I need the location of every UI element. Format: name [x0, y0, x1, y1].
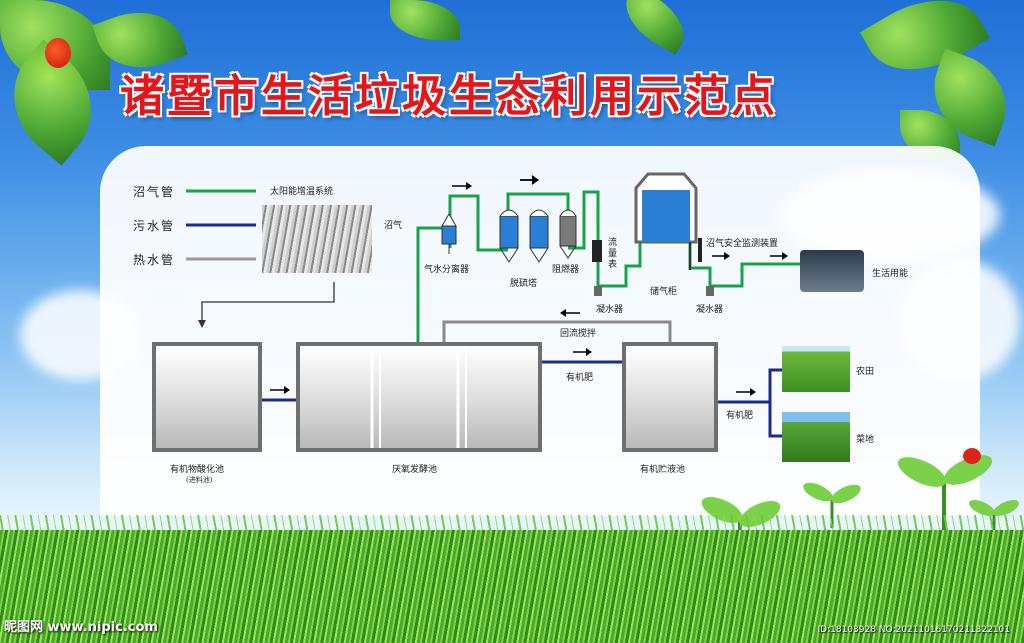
water-separator-icon — [441, 213, 457, 254]
arrester-label: 阻燃器 — [552, 265, 580, 275]
biogas-pipe — [596, 242, 642, 288]
biogas-pipe — [448, 194, 508, 252]
solar-feed-line — [201, 282, 335, 322]
safety-monitor-icon — [698, 238, 702, 262]
condenser-icon — [594, 286, 602, 296]
sewage-pipe — [768, 402, 782, 438]
reflux-pipe — [442, 320, 672, 342]
watermark-site: 昵图网 www.nipic.com — [4, 620, 158, 635]
storage-tank — [622, 342, 718, 452]
solar-heating-photo — [262, 205, 372, 273]
gas-stove-photo — [800, 250, 864, 292]
farmland-photo — [782, 346, 850, 392]
grass-decoration — [0, 530, 1024, 643]
biogas-pipe — [416, 226, 450, 342]
arrow-icon — [736, 388, 756, 396]
ladybug-icon — [963, 448, 981, 464]
condenser-icon — [706, 286, 714, 296]
reflux-label: 回流搅拌 — [560, 329, 597, 339]
arrow-icon — [198, 320, 206, 328]
acidification-tank — [152, 342, 262, 452]
gas-holder-label: 储气柜 — [650, 287, 678, 297]
separator-label: 气水分离器 — [424, 265, 470, 275]
biogas-pipe — [506, 192, 570, 214]
biogas-pipe — [568, 190, 600, 250]
farmland-label: 农田 — [856, 367, 875, 377]
tank-anaerobic-label: 厌氧发酵池 — [392, 465, 438, 475]
tank-storage-label: 有机贮液池 — [640, 465, 686, 475]
tank-acidification-label: 有机物酸化池 — [170, 465, 225, 475]
condenser-label-1: 凝水器 — [596, 305, 624, 315]
arrow-icon — [520, 175, 539, 185]
arrow-icon — [270, 386, 290, 394]
watermark-id: ID:18103928 NO:20211016170211322101 — [817, 625, 1011, 635]
arrow-icon — [712, 252, 730, 260]
legend-sewage-label: 污水管 — [133, 219, 176, 233]
arrow-icon — [573, 348, 592, 356]
condenser-label-2: 凝水器 — [696, 305, 724, 315]
desulfurization-tower-icon — [499, 209, 519, 263]
legend-gas-label: 沼气管 — [133, 185, 176, 199]
sewage-pipe — [718, 368, 782, 404]
page-title: 诸暨市生活垃圾生态利用示范点 — [120, 71, 778, 122]
solar-label: 太阳能增温系统 — [270, 187, 334, 197]
arrow-icon — [560, 309, 580, 317]
vegetable-photo — [782, 412, 850, 462]
desulfurization-label: 脱硫塔 — [510, 279, 538, 289]
arrow-icon — [770, 252, 788, 260]
ladybug-icon — [45, 38, 71, 68]
fertilizer-label-2: 有机肥 — [726, 411, 754, 421]
safety-monitor-label: 沼气安全监测装置 — [706, 239, 779, 249]
desulfurization-tower-icon — [529, 209, 549, 263]
flame-arrester-icon — [559, 209, 577, 259]
flow-meter-icon — [592, 240, 602, 262]
arrow-icon — [452, 182, 472, 190]
biogas-label: 沼气 — [384, 221, 403, 231]
gas-holder-icon — [634, 172, 698, 270]
flowmeter-label: 流量表 — [608, 238, 618, 270]
domestic-energy-label: 生活用能 — [872, 269, 909, 279]
legend-hot-label: 热水管 — [133, 253, 176, 267]
tank-acidification-sublabel: (进料池) — [186, 476, 213, 484]
vegetable-label: 菜地 — [856, 435, 875, 445]
fertilizer-label-1: 有机肥 — [566, 373, 594, 383]
anaerobic-tank — [296, 342, 542, 452]
